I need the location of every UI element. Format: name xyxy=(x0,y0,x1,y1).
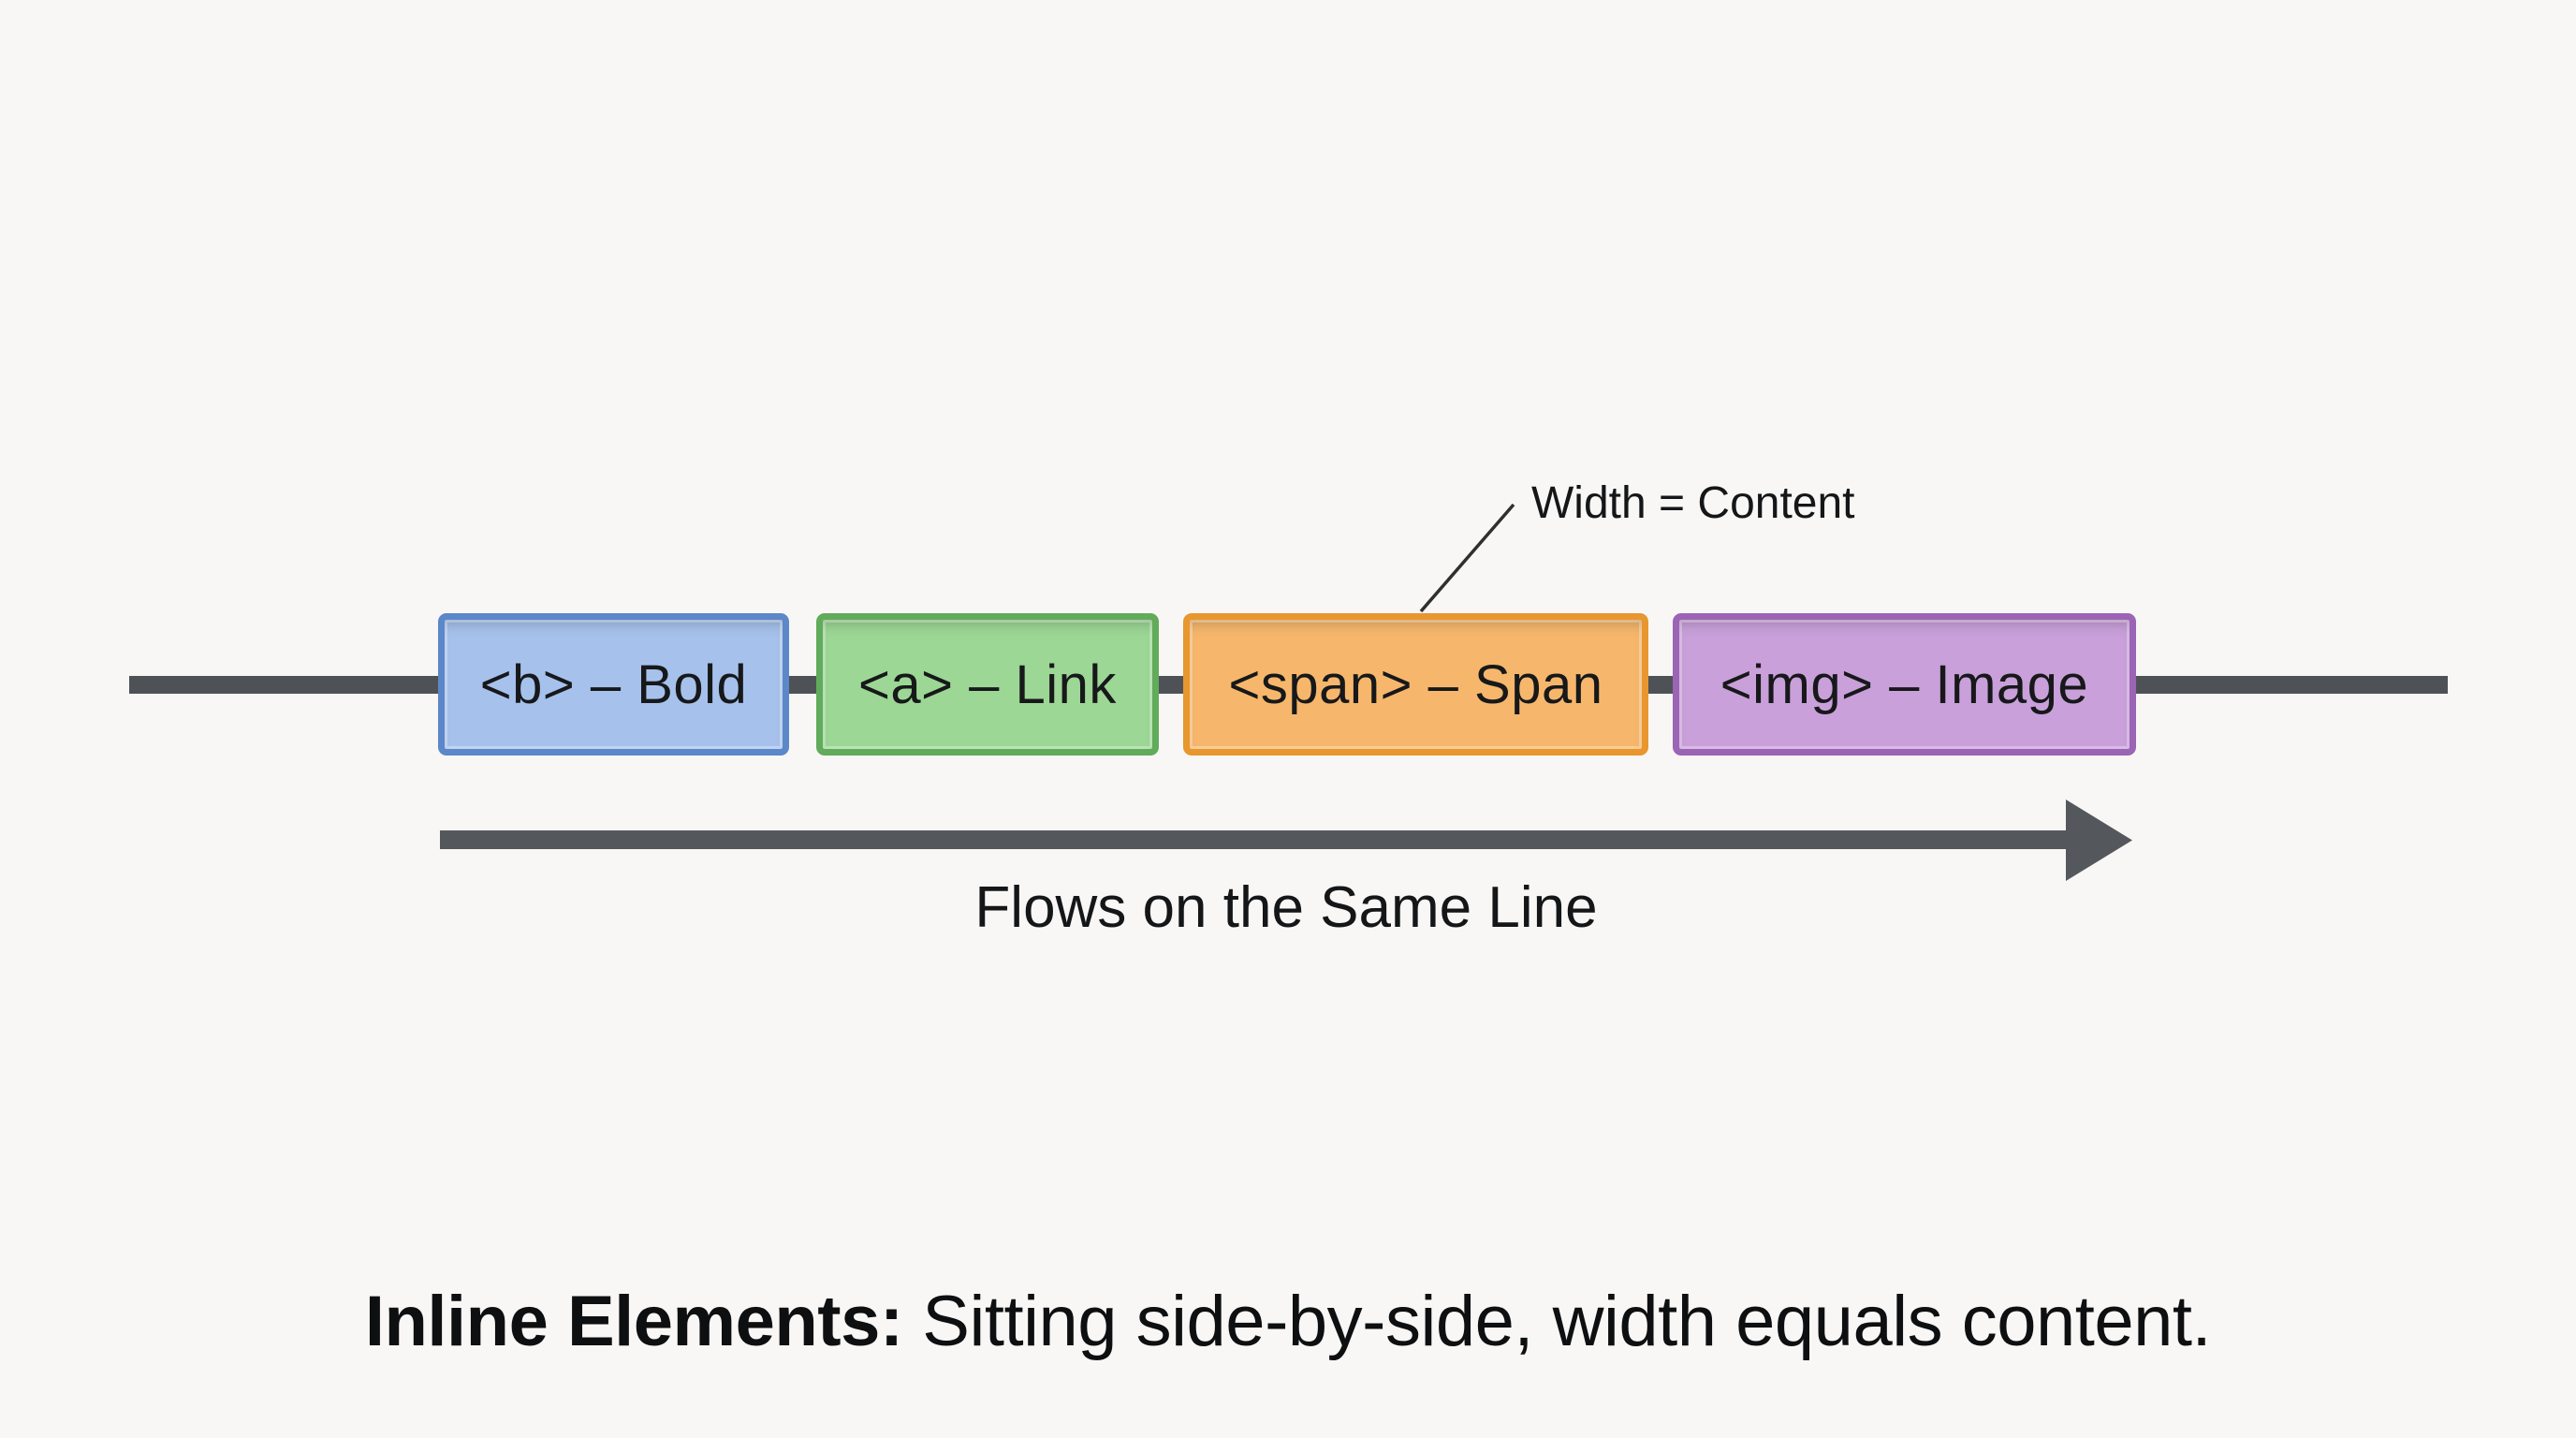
flow-direction-arrow xyxy=(440,800,2132,881)
inline-box-link: <a> – Link xyxy=(816,613,1159,756)
inline-box-bold-label: <b> – Bold xyxy=(479,653,748,715)
inline-box-image-label: <img> – Image xyxy=(1720,653,2089,715)
caption-lead: Inline Elements: xyxy=(364,1282,903,1361)
inline-box-bold: <b> – Bold xyxy=(438,613,789,756)
flow-label: Flows on the Same Line xyxy=(974,875,1598,940)
caption: Inline Elements: Sitting side-by-side, w… xyxy=(0,1281,2576,1362)
inline-box-image: <img> – Image xyxy=(1673,613,2136,756)
inline-box-span: <span> – Span xyxy=(1183,613,1648,756)
caption-rest: Sitting side-by-side, width equals conte… xyxy=(902,1282,2212,1361)
flow-arrow-head xyxy=(2066,800,2132,881)
callout-leader-line-stroke xyxy=(1419,503,1515,613)
inline-box-link-label: <a> – Link xyxy=(858,653,1117,715)
width-equals-content-label: Width = Content xyxy=(1531,478,1855,528)
flow-arrow-shaft xyxy=(440,830,2071,849)
callout-leader-line xyxy=(1419,503,1515,613)
inline-box-span-label: <span> – Span xyxy=(1228,653,1603,715)
